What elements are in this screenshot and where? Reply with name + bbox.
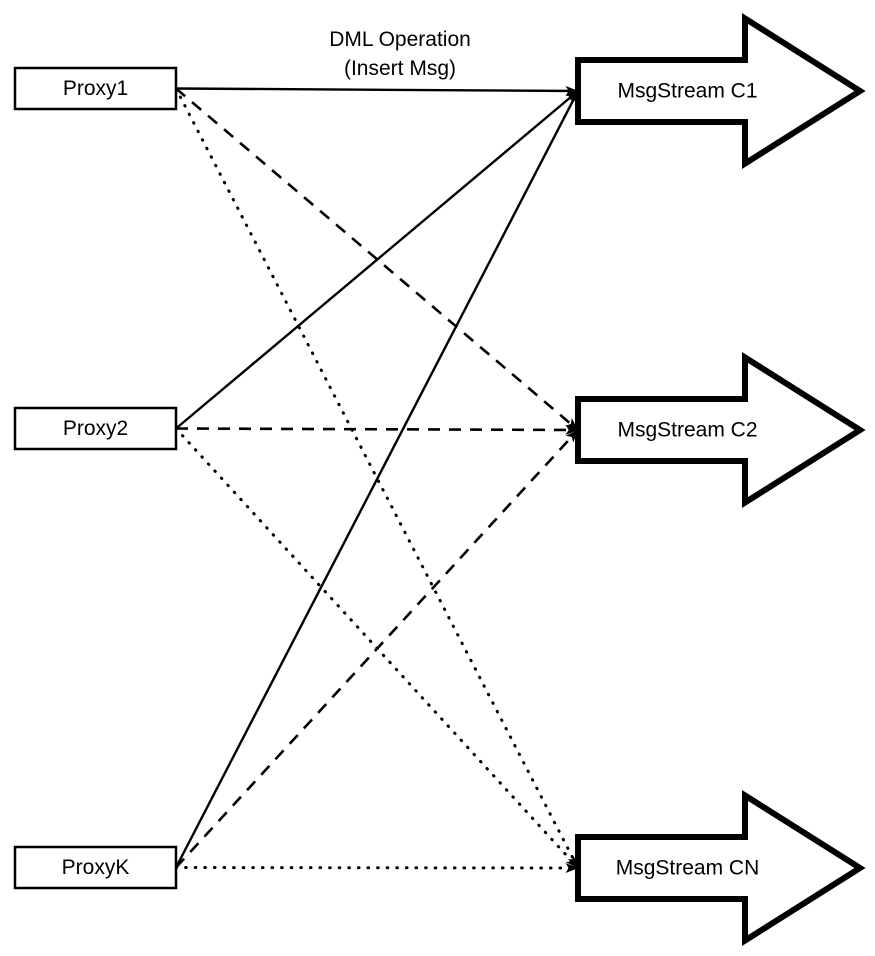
proxy-box-proxy1[interactable] xyxy=(13,66,178,111)
proxy-box-proxy2[interactable] xyxy=(13,406,178,451)
edge-label-dml-operation: DML Operation (Insert Msg) xyxy=(329,28,471,80)
msgstream-arrow-shape-cn[interactable] xyxy=(575,790,866,946)
msgstream-node-cn[interactable]: MsgStream CN xyxy=(575,790,866,946)
msgstream-arrow-shape-c2[interactable] xyxy=(575,352,866,508)
edge-line-dotted xyxy=(174,862,580,873)
edge-label-line-2: (Insert Msg) xyxy=(344,57,456,80)
msgstream-node-c2[interactable]: MsgStream C2 xyxy=(575,352,866,508)
edge-line-solid xyxy=(175,85,579,96)
msgstream-arrow-shape-c1[interactable] xyxy=(575,13,866,169)
edge-proxy1-to-c1 xyxy=(175,85,579,96)
edge-line-solid xyxy=(175,90,579,430)
edge-line-dashed xyxy=(175,424,579,435)
edges-layer xyxy=(174,85,580,873)
proxy-label-proxy1: Proxy1 xyxy=(63,77,128,100)
msgstream-label-c1: MsgStream C1 xyxy=(617,80,757,103)
edge-proxy2-to-c1 xyxy=(175,90,579,430)
proxy-label-proxyk: ProxyK xyxy=(62,856,130,879)
msgstream-label-cn: MsgStream CN xyxy=(616,857,760,880)
edge-proxy1-to-cn xyxy=(174,87,580,870)
proxy-label-proxy2: Proxy2 xyxy=(63,417,128,440)
edge-line-dotted xyxy=(174,87,580,870)
proxy-node-proxy1[interactable]: Proxy1 xyxy=(13,66,178,111)
edge-proxy2-to-c2 xyxy=(175,424,579,435)
proxy-node-proxyk[interactable]: ProxyK xyxy=(13,845,178,890)
streams-layer: MsgStream C1 MsgStream C2 MsgStream CN xyxy=(575,13,866,946)
msgstream-node-c1[interactable]: MsgStream C1 xyxy=(575,13,866,169)
edge-proxyk-to-c2 xyxy=(175,429,579,869)
edge-line-solid xyxy=(174,90,580,869)
edge-proxyk-to-cn xyxy=(174,862,580,873)
edge-proxyk-to-c1 xyxy=(174,90,580,869)
edge-label-line-1: DML Operation xyxy=(329,28,471,51)
proxy-box-proxyk[interactable] xyxy=(13,845,178,890)
proxy-node-proxy2[interactable]: Proxy2 xyxy=(13,406,178,451)
edge-line-dashed xyxy=(175,429,579,869)
msgstream-label-c2: MsgStream C2 xyxy=(617,419,757,442)
